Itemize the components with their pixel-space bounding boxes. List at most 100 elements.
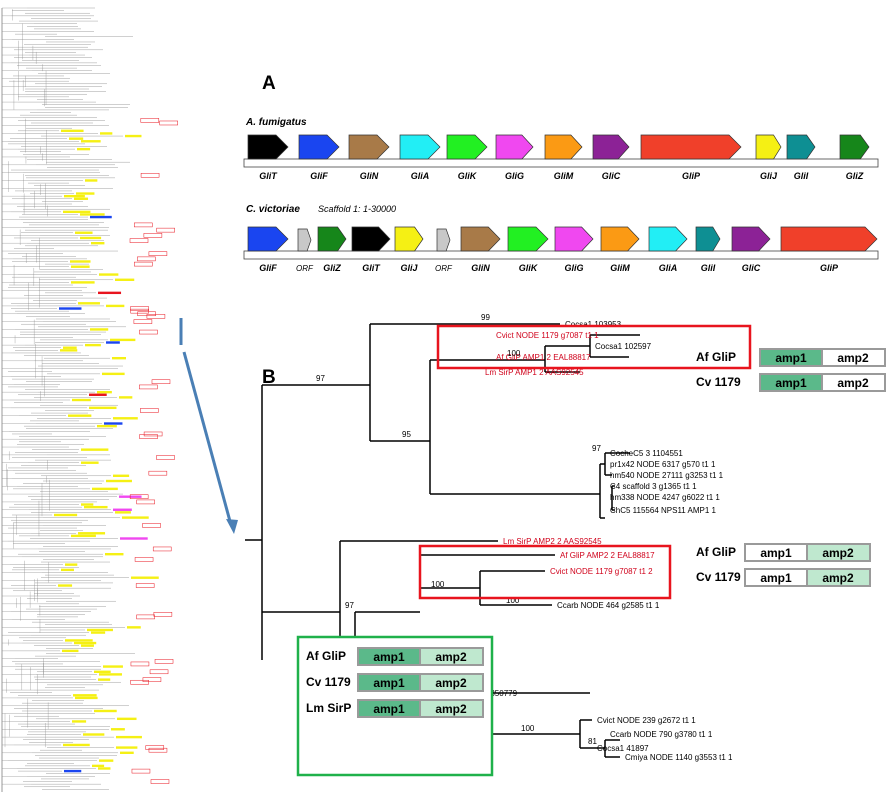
combined_box-amp1-text-2: amp1 bbox=[373, 702, 405, 716]
amp1_box-amp2-text-0: amp2 bbox=[837, 351, 869, 365]
fumigatus-gene-arrow-glif-1 bbox=[298, 134, 340, 160]
big-tree-highlight-291 bbox=[98, 767, 111, 770]
big-tree-tag-89 bbox=[129, 238, 149, 243]
a-fumigatus-label: A. fumigatus bbox=[245, 117, 307, 128]
fumigatus-gene-label-glim-6: GliM bbox=[554, 171, 574, 181]
big-tree-highlight-134 bbox=[112, 356, 126, 360]
big-tree-highlight-123 bbox=[90, 328, 109, 331]
big-tree-tag-221 bbox=[135, 583, 155, 588]
big-tree-tag-94 bbox=[148, 251, 168, 256]
big-tree-highlight-215 bbox=[61, 568, 74, 572]
big-tree-highlight-273 bbox=[72, 720, 87, 723]
big-tree-highlight-181 bbox=[106, 479, 132, 483]
big-tree-tag-178 bbox=[148, 470, 168, 476]
fumigatus-gene-arrow-glin-2 bbox=[348, 134, 390, 160]
victoriae-gene-label-glic-12: GliC bbox=[742, 263, 761, 273]
big-tree-highlight-130 bbox=[63, 346, 77, 349]
big-tree-tag-116 bbox=[130, 308, 149, 314]
big-tree-highlight-202 bbox=[71, 534, 96, 538]
full-phylogenetic-tree bbox=[1, 7, 178, 792]
combined_box-amp2-cell-1 bbox=[419, 673, 484, 692]
big-tree-highlight-191 bbox=[84, 505, 108, 509]
victoriae-gene-arrow-glif-0 bbox=[247, 226, 289, 252]
tree-leaf-11: Lm SirP AMP2 2 AAS92545 bbox=[503, 537, 602, 546]
big-tree-highlight-255 bbox=[99, 673, 122, 676]
big-tree-highlight-150 bbox=[72, 398, 91, 402]
big-tree-highlight-190 bbox=[81, 503, 94, 506]
bootstrap-value-1: 99 bbox=[481, 313, 490, 322]
bootstrap-value-11: 81 bbox=[588, 737, 597, 746]
victoriae-gene-label-orf-1: ORF bbox=[296, 264, 314, 273]
big-tree-tag-145 bbox=[139, 384, 158, 390]
zoom-arrow bbox=[182, 351, 238, 534]
fumigatus-gene-arrow-glic-7 bbox=[592, 134, 630, 160]
big-tree-highlight-201 bbox=[78, 532, 106, 535]
big-tree-highlight-49 bbox=[125, 134, 142, 138]
big-tree-tag-189 bbox=[136, 499, 155, 505]
amp2_box-amp2-text-0: amp2 bbox=[822, 546, 854, 560]
tree-leaf-2: Af GliP AMP1 2 EAL88817 bbox=[496, 353, 591, 362]
big-tree-tag-118 bbox=[146, 314, 166, 319]
big-tree-highlight-66 bbox=[85, 179, 98, 182]
tree-leaf-10: ChC5 115564 NPS11 AMP1 1 bbox=[610, 506, 717, 515]
big-tree-tag-254 bbox=[149, 669, 169, 675]
big-tree-tag-64 bbox=[140, 173, 160, 178]
big-tree-highlight-237 bbox=[127, 626, 141, 629]
fumigatus-gene-arrow-glig-5 bbox=[495, 134, 534, 160]
big-tree-highlight-242 bbox=[65, 639, 93, 642]
big-tree-highlight-153 bbox=[89, 406, 117, 410]
victoriae-gene-arrow-orf-1 bbox=[297, 228, 312, 252]
victoriae-gene-label-gliz-2: GliZ bbox=[323, 263, 341, 273]
big-tree-highlight-86 bbox=[75, 231, 93, 234]
amp1_box-row-label-0: Af GliP bbox=[696, 350, 736, 364]
big-tree-highlight-48 bbox=[100, 132, 113, 135]
big-tree-highlight-128 bbox=[106, 341, 120, 344]
bootstrap-value-3: 100 bbox=[507, 349, 521, 358]
c-victoriae-label: C. victoriae bbox=[246, 204, 300, 215]
big-tree-highlight-90 bbox=[91, 242, 105, 245]
victoriae-gene-label-glif-0: GliF bbox=[259, 263, 277, 273]
combined_box-amp2-text-1: amp2 bbox=[435, 676, 467, 690]
big-tree-highlight-203 bbox=[120, 537, 148, 540]
fumigatus-gene-arrow-glia-3 bbox=[399, 134, 441, 160]
big-tree-highlight-160 bbox=[97, 424, 117, 428]
big-tree-highlight-115 bbox=[59, 307, 82, 310]
fumigatus-gene-label-glic-7: GliC bbox=[602, 171, 621, 181]
big-tree-highlight-73 bbox=[74, 197, 89, 200]
big-tree-tag-292 bbox=[131, 768, 151, 774]
big-tree-highlight-147 bbox=[97, 390, 112, 394]
big-tree-highlight-272 bbox=[117, 717, 137, 721]
big-tree-highlight-209 bbox=[105, 552, 124, 556]
big-tree-tag-85 bbox=[156, 227, 175, 233]
big-tree-highlight-156 bbox=[68, 414, 92, 417]
big-tree-tag-232 bbox=[153, 612, 173, 617]
big-tree-highlight-282 bbox=[63, 743, 90, 747]
fumigatus-gene-arrow-glii-10 bbox=[786, 134, 816, 160]
victoriae-gene-arrow-glin-6 bbox=[460, 226, 501, 252]
amp2_box-amp2-cell-0 bbox=[806, 543, 871, 562]
big-tree-highlight-221 bbox=[58, 584, 73, 587]
combined_box-amp2-text-0: amp2 bbox=[435, 650, 467, 664]
combined_box-amp2-cell-2 bbox=[419, 699, 484, 718]
big-tree-highlight-283 bbox=[116, 746, 138, 749]
fumigatus-gene-label-glip-8: GliP bbox=[682, 171, 701, 181]
big-tree-tag-154 bbox=[140, 408, 159, 413]
victoriae-gene-label-glim-9: GliM bbox=[610, 263, 630, 273]
combined_box-row-label-2: Lm SirP bbox=[306, 701, 351, 715]
tree-leaf-7: hm540 NODE 27111 g3253 t1 1 bbox=[610, 471, 724, 480]
tree-leaf-1: Cvict NODE 1179 g7087 t1 1 bbox=[496, 331, 599, 340]
big-tree-highlight-243 bbox=[74, 641, 97, 645]
tree-leaf-18: Cocsa1 41897 bbox=[597, 744, 649, 753]
big-tree-highlight-72 bbox=[64, 194, 85, 198]
tree-leaf-8: C4 scaffold 3 g1365 t1 1 bbox=[610, 482, 697, 491]
combined_box-amp1-text-1: amp1 bbox=[373, 676, 405, 690]
big-tree-highlight-285 bbox=[120, 751, 134, 754]
big-tree-highlight-263 bbox=[73, 694, 97, 697]
victoriae-gene-arrow-glik-7 bbox=[507, 226, 549, 252]
panel-a-letter: A bbox=[262, 73, 276, 94]
tree-leaf-14: Ccarb NODE 464 g2585 t1 1 bbox=[557, 601, 660, 610]
